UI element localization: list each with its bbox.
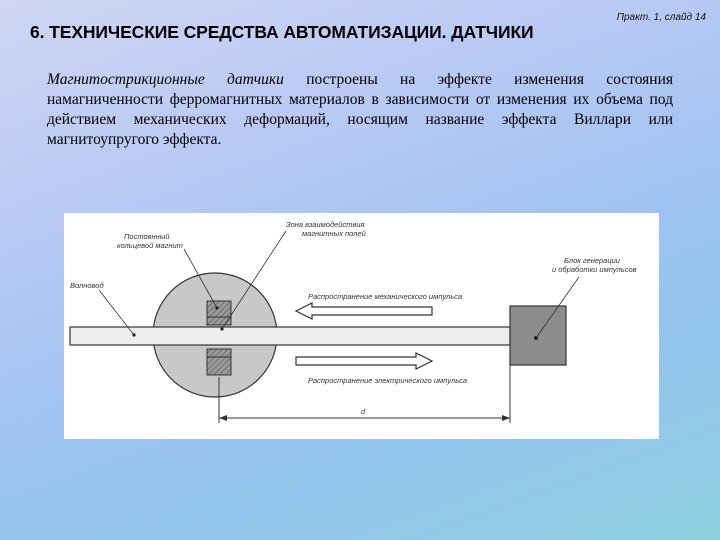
zone-label-line2: магнитных полей bbox=[302, 229, 367, 238]
zone-label-line1: Зона взаимодействия bbox=[286, 220, 365, 229]
magnetostrictive-sensor-diagram: d Постоянный кольцевой магнит Зона взаим… bbox=[64, 213, 659, 439]
leader-zone-dot bbox=[220, 327, 224, 331]
leader-zone bbox=[221, 230, 287, 330]
mech-pulse-label: Распространение механического импульса bbox=[308, 292, 462, 301]
body-paragraph: Магнитострикционные датчики построены на… bbox=[47, 70, 673, 150]
slide-title: 6. ТЕХНИЧЕСКИЕ СРЕДСТВА АВТОМАТИЗАЦИИ. Д… bbox=[30, 22, 534, 42]
leader-waveguide bbox=[98, 289, 135, 336]
mech-pulse-arrow bbox=[294, 302, 433, 320]
distance-label: d bbox=[361, 407, 366, 416]
leader-waveguide-dot bbox=[132, 333, 136, 337]
dimension-arrow-left bbox=[219, 415, 227, 421]
magnet-label-line1: Постоянный bbox=[124, 232, 170, 241]
leader-magnet bbox=[183, 248, 218, 309]
waveguide-bar bbox=[69, 326, 511, 346]
elec-pulse-label: Распространение электрического импульса bbox=[308, 376, 467, 385]
generator-label-line1: Блок генерации bbox=[564, 256, 621, 265]
magnet-block-bottom bbox=[206, 348, 232, 376]
leader-generator bbox=[535, 276, 580, 339]
term-highlight: Магнитострикционные датчики bbox=[47, 71, 284, 88]
body-text-rest: построены на эффекте изменения состояния… bbox=[47, 71, 673, 148]
magnet-label-line2: кольцевой магнит bbox=[117, 241, 183, 250]
dimension-arrow-right bbox=[502, 415, 510, 421]
generator-label-line2: и обработки импульсов bbox=[552, 265, 637, 274]
elec-pulse-arrow bbox=[295, 352, 434, 370]
leader-magnet-dot bbox=[215, 306, 219, 310]
slide-reference: Практ. 1, слайд 14 bbox=[616, 12, 706, 23]
waveguide-label: Волновод bbox=[70, 281, 104, 290]
diagram-svg: d Постоянный кольцевой магнит Зона взаим… bbox=[69, 220, 637, 423]
